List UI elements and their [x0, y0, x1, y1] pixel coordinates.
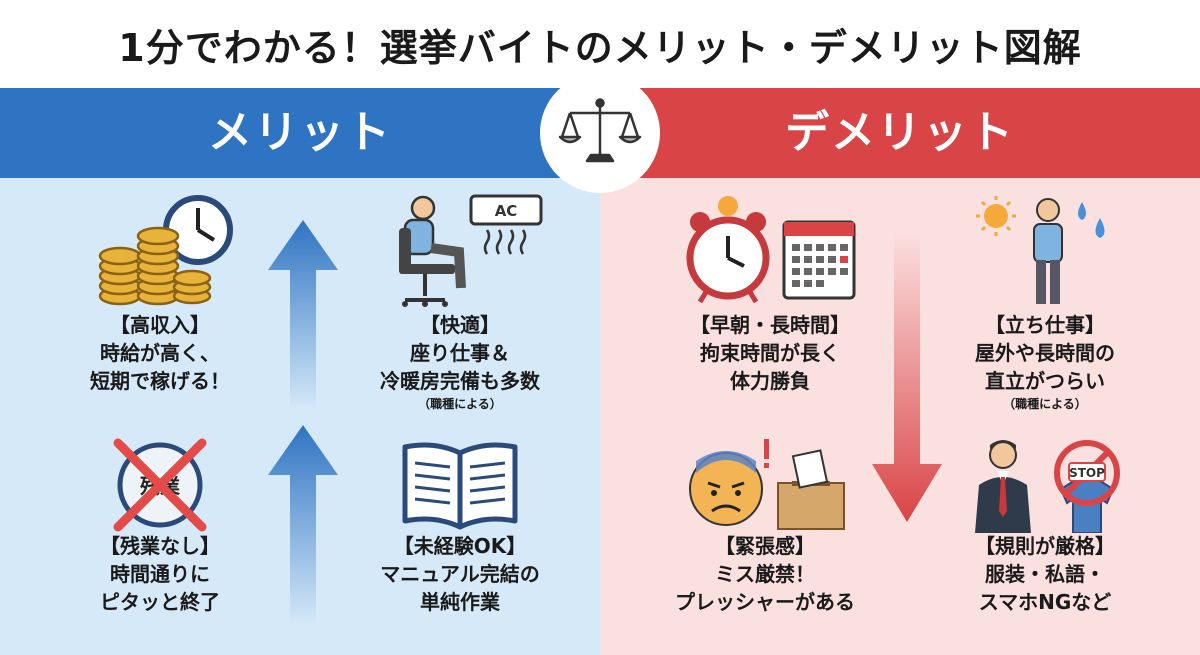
- demerit-1-desc: 拘束時間が長く 体力勝負: [700, 341, 840, 393]
- merit-arrow-lower: [268, 425, 338, 625]
- ac-label: AC: [495, 202, 518, 220]
- office-chair-ac-icon: AC: [399, 194, 543, 307]
- merit-header: メリット: [0, 88, 600, 178]
- demerit-2-title: 【立ち仕事】: [985, 313, 1105, 337]
- merit-card-comfortable: AC 【快適】 座り仕事＆ 冷暖房完備も多数 （職種による）: [350, 192, 570, 413]
- worried-face-ballot-box-icon: [689, 439, 845, 530]
- demerit-2-note: （職種による）: [1003, 397, 1087, 411]
- merit-1-desc: 時給が高く、 短期で稼げる！: [90, 341, 230, 393]
- merit-2-desc: 座り仕事＆ 冷暖房完備も多数: [380, 341, 540, 393]
- demerit-card-strict-rules: STOP 【規則が厳格】 服装・私語・ スマホNGなど: [935, 437, 1155, 616]
- coins-clock-icon: [98, 195, 233, 306]
- merit-3-desc: 時間通りに ピタッと終了: [100, 562, 220, 614]
- open-book-icon: [402, 442, 518, 530]
- merit-1-title: 【高収入】: [110, 313, 210, 337]
- merit-4-title: 【未経験OK】: [393, 534, 527, 558]
- merit-3-title: 【残業なし】: [100, 534, 220, 558]
- crossed-overtime-clock-icon: 残業: [113, 438, 207, 532]
- demerit-3-desc: ミス厳禁！ プレッシャーがある: [675, 562, 855, 614]
- demerit-arrow-down: [872, 232, 942, 522]
- merit-heading: メリット: [208, 107, 392, 158]
- merit-card-high-income: 【高収入】 時給が高く、 短期で稼げる！: [60, 192, 260, 395]
- merit-2-title: 【快適】: [420, 313, 500, 337]
- alarm-clock-calendar-icon: [686, 196, 856, 304]
- scale-badge: [540, 73, 660, 193]
- merit-arrow-upper: [268, 220, 338, 410]
- demerit-3-title: 【緊張感】: [715, 534, 815, 558]
- standing-person-sun-sweat-icon: [976, 196, 1105, 304]
- stop-sign-label: STOP: [1069, 466, 1105, 480]
- demerit-2-desc: 屋外や長時間の 直立がつらい: [975, 341, 1115, 393]
- balance-scale-icon: [558, 98, 642, 163]
- merit-card-no-experience: 【未経験OK】 マニュアル完結の 単純作業: [345, 437, 575, 616]
- demerit-heading: デメリット: [785, 107, 1015, 158]
- demerit-header: デメリット: [600, 88, 1200, 178]
- demerit-1-title: 【早朝・長時間】: [690, 313, 850, 337]
- demerit-4-title: 【規則が厳格】: [975, 534, 1115, 558]
- demerit-4-desc: 服装・私語・ スマホNGなど: [978, 562, 1112, 614]
- suit-stop-shirt-icon: STOP: [975, 440, 1120, 533]
- merit-4-desc: マニュアル完結の 単純作業: [380, 562, 540, 614]
- demerit-card-long-hours: 【早朝・長時間】 拘束時間が長く 体力勝負: [655, 192, 885, 395]
- merit-card-no-overtime: 残業 【残業なし】 時間通りに ピタッと終了: [60, 437, 260, 616]
- merit-2-note: （職種による）: [418, 397, 502, 411]
- demerit-card-standing: 【立ち仕事】 屋外や長時間の 直立がつらい （職種による）: [935, 192, 1155, 413]
- demerit-card-tension: 【緊張感】 ミス厳禁！ プレッシャーがある: [640, 437, 890, 616]
